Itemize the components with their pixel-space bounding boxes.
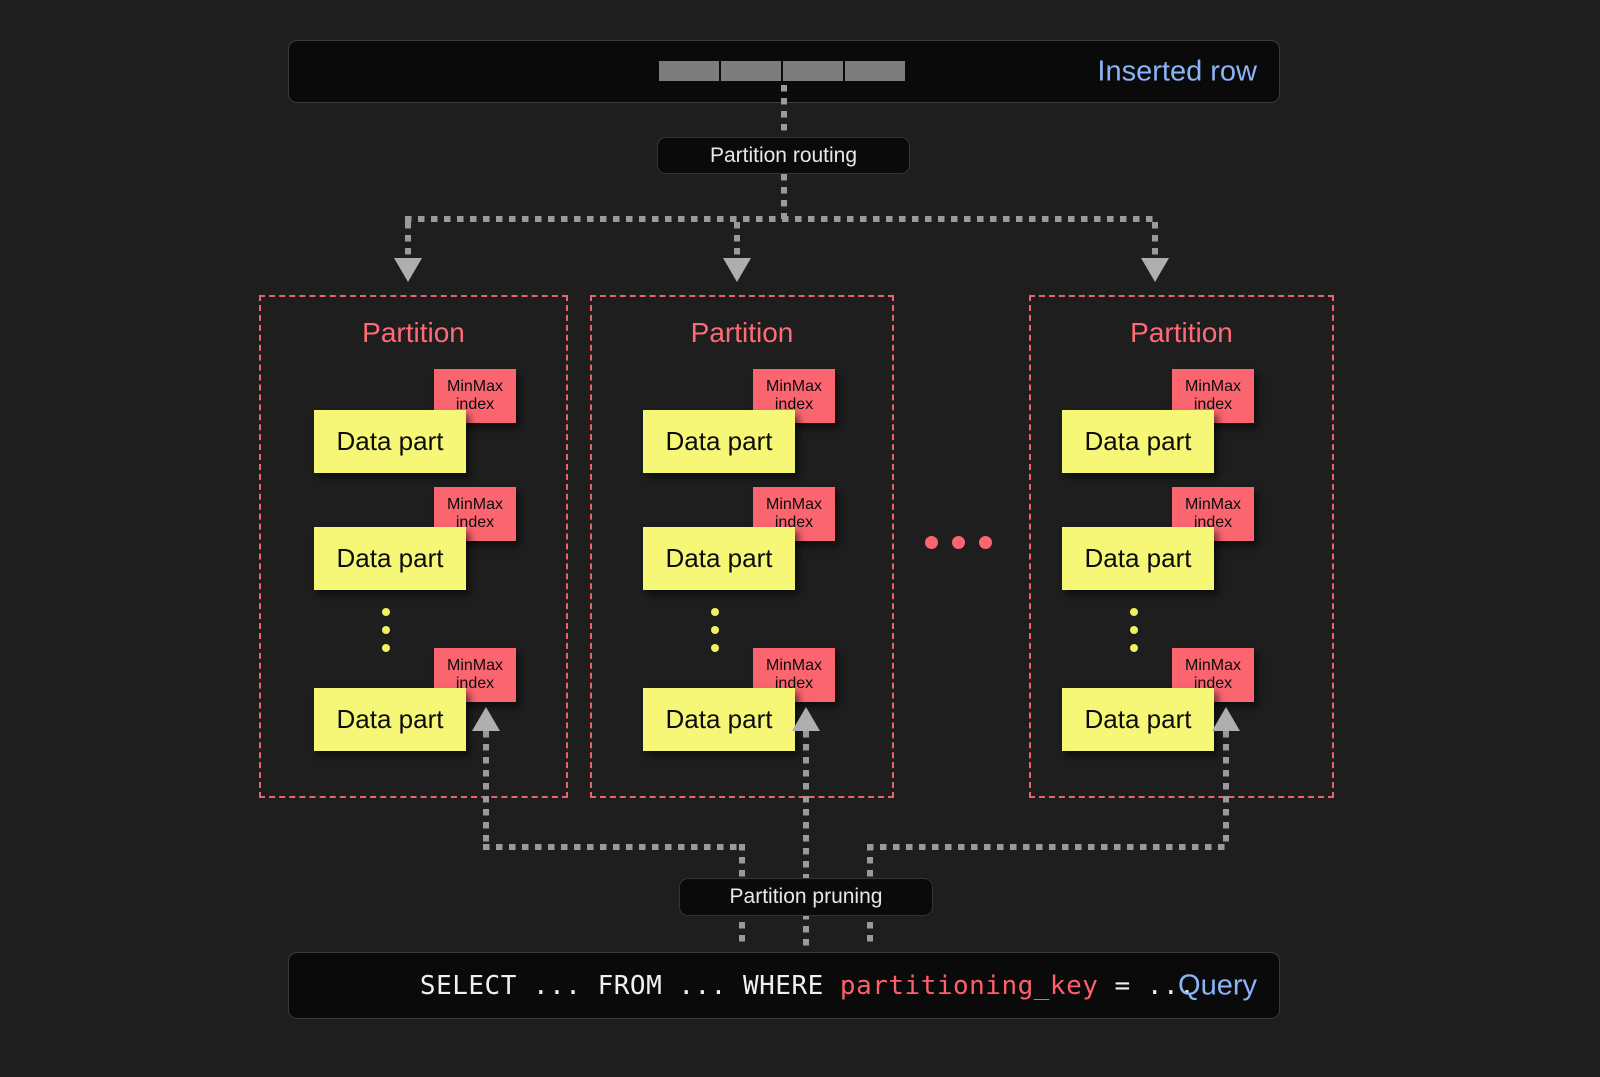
data-part-label: Data part	[665, 426, 773, 456]
minmax-label-line2: index	[774, 514, 814, 531]
row-cell	[659, 61, 719, 81]
minmax-label-line2: index	[1193, 514, 1233, 531]
minmax-label-line1: MinMax	[1184, 495, 1241, 513]
query-code-text: SELECT ... FROM ... WHERE partitioning_k…	[323, 941, 1195, 1031]
connector-bus-to-partition-1	[405, 222, 411, 264]
connector-bus-to-partition-3	[1152, 222, 1158, 264]
minmax-label-line1: MinMax	[446, 656, 503, 674]
data-part-ellipsis	[1130, 608, 1138, 652]
connector-pruning-up-3	[1223, 731, 1229, 847]
minmax-label-line2: index	[455, 396, 495, 413]
data-part-label: Data part	[336, 543, 444, 573]
partition-title: Partition	[690, 317, 794, 348]
connector-pruning-across-3	[867, 844, 1229, 850]
data-part-box: Data part	[314, 527, 466, 590]
ellipsis-dot	[711, 626, 719, 634]
data-part-ellipsis	[711, 608, 719, 652]
minmax-label-line1: MinMax	[446, 495, 503, 513]
ellipsis-dot	[382, 608, 390, 616]
minmax-label-line2: index	[455, 514, 495, 531]
data-part-box: Data part	[643, 527, 795, 590]
connector-pruning-up-1	[483, 731, 489, 847]
minmax-label-line1: MinMax	[765, 377, 822, 395]
arrow-into-partition-1-bottom-part	[472, 707, 500, 731]
minmax-label-line2: index	[774, 396, 814, 413]
ellipsis-dot	[952, 536, 965, 549]
partition-routing-box: Partition routing	[657, 137, 910, 174]
data-part-label: Data part	[336, 704, 444, 734]
row-cell	[721, 61, 781, 81]
data-part-ellipsis	[382, 608, 390, 652]
minmax-label-line2: index	[1193, 675, 1233, 692]
partition-box-1: Partition	[259, 295, 568, 798]
data-part-box: Data part	[314, 410, 466, 473]
minmax-label-line1: MinMax	[1184, 656, 1241, 674]
ellipsis-dot	[1130, 644, 1138, 652]
ellipsis-dot	[711, 608, 719, 616]
minmax-label-line1: MinMax	[1184, 377, 1241, 395]
query-bar: SELECT ... FROM ... WHERE partitioning_k…	[288, 952, 1280, 1019]
minmax-index-box: MinMax index	[1172, 648, 1254, 702]
data-part-label: Data part	[1084, 704, 1192, 734]
data-part-label: Data part	[665, 543, 773, 573]
data-part-box: Data part	[314, 688, 466, 751]
query-code-keyword: partitioning_key	[839, 970, 1099, 1001]
query-code-suffix: = ...	[1098, 970, 1196, 1001]
data-part-label: Data part	[665, 704, 773, 734]
arrow-into-partition-1	[394, 258, 422, 282]
data-part-label: Data part	[336, 426, 444, 456]
partition-pruning-label: Partition pruning	[729, 885, 883, 908]
data-part-box: Data part	[643, 410, 795, 473]
ellipsis-dot	[1130, 626, 1138, 634]
connector-pruning-across-1	[483, 844, 745, 850]
ellipsis-dot	[979, 536, 992, 549]
data-part-box: Data part	[1062, 688, 1214, 751]
connector-routing-to-bus	[781, 174, 787, 219]
partition-title: Partition	[362, 317, 465, 348]
inserted-row-label: Inserted row	[1097, 55, 1257, 87]
query-label: Query	[1178, 969, 1257, 1001]
partition-routing-label: Partition routing	[709, 143, 858, 167]
data-part-label: Data part	[1084, 543, 1192, 573]
ellipsis-dot	[382, 644, 390, 652]
partition-ellipsis	[925, 536, 992, 549]
minmax-label-line2: index	[455, 675, 495, 692]
inserted-row-cells	[659, 61, 905, 81]
connector-insert-to-routing	[781, 85, 787, 138]
arrow-into-partition-2	[723, 258, 751, 282]
arrow-into-partition-2-bottom-part	[792, 707, 820, 731]
ellipsis-dot	[711, 644, 719, 652]
partition-box-2: Partition	[590, 295, 894, 798]
partition-box-3: Partition	[1029, 295, 1334, 798]
row-cell	[783, 61, 843, 81]
minmax-label-line2: index	[774, 675, 814, 692]
distribution-bus	[405, 216, 1158, 222]
partition-pruning-box: Partition pruning	[679, 878, 933, 916]
ellipsis-dot	[925, 536, 938, 549]
minmax-label-line1: MinMax	[765, 495, 822, 513]
minmax-label-line1: MinMax	[765, 656, 822, 674]
data-part-box: Data part	[643, 688, 795, 751]
inserted-row-bar: Inserted row	[288, 40, 1280, 103]
partition-title: Partition	[1130, 317, 1233, 348]
row-cell	[845, 61, 905, 81]
arrow-into-partition-3-bottom-part	[1212, 707, 1240, 731]
minmax-label-line2: index	[1193, 396, 1233, 413]
ellipsis-dot	[382, 626, 390, 634]
query-code-prefix: SELECT ... FROM ... WHERE	[419, 970, 840, 1001]
connector-bus-to-partition-2	[734, 222, 740, 264]
data-part-box: Data part	[1062, 410, 1214, 473]
data-part-box: Data part	[1062, 527, 1214, 590]
ellipsis-dot	[1130, 608, 1138, 616]
minmax-label-line1: MinMax	[446, 377, 503, 395]
connector-pruning-up-2	[803, 731, 809, 948]
arrow-into-partition-3	[1141, 258, 1169, 282]
data-part-label: Data part	[1084, 426, 1192, 456]
